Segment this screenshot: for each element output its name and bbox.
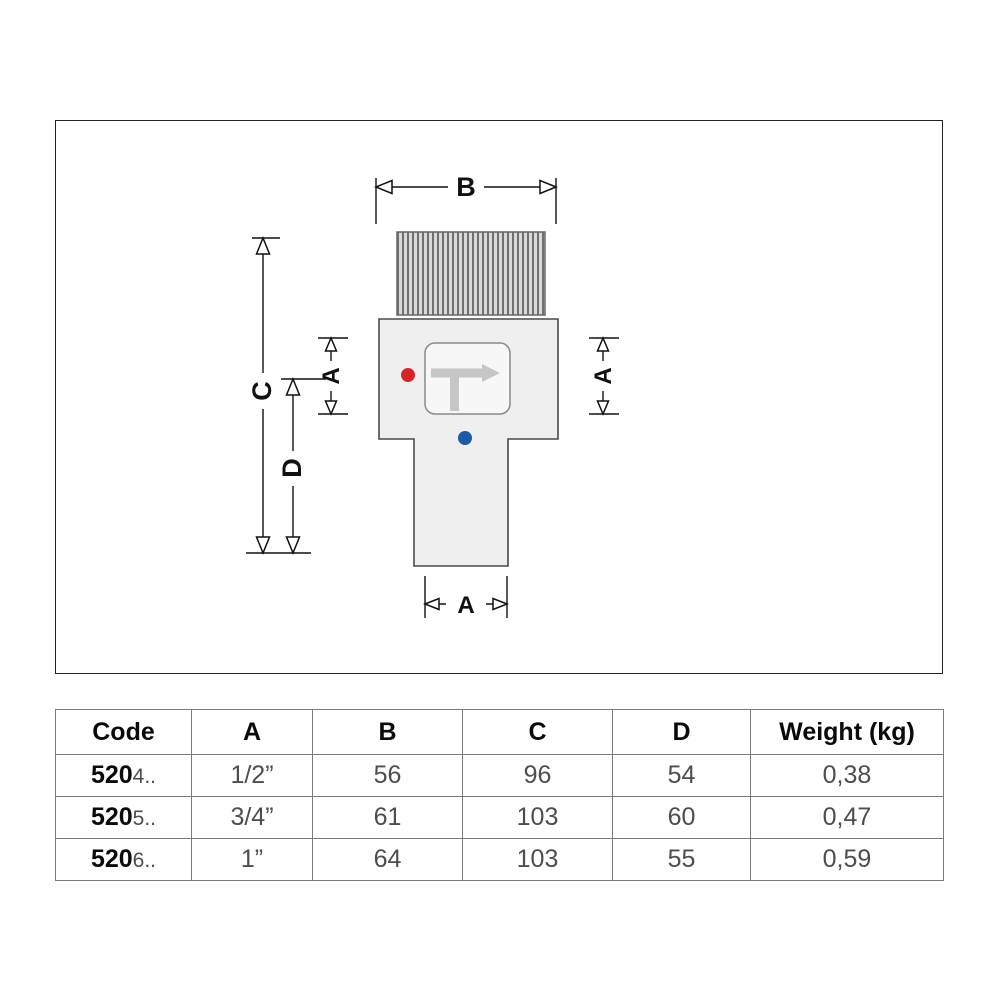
header-code: Code xyxy=(92,717,155,746)
technical-drawing-frame: B C D A xyxy=(55,120,943,674)
code-cell: 5205.. xyxy=(56,797,191,838)
code-suffix: 4.. xyxy=(132,765,157,788)
table-row: 5205.. 3/4” 61 103 60 0,47 xyxy=(56,796,943,838)
dim-b: B xyxy=(374,172,558,224)
b-value: 56 xyxy=(312,755,462,796)
dim-c-label: C xyxy=(247,381,277,401)
weight-value: 0,47 xyxy=(750,797,943,838)
b-value: 61 xyxy=(312,797,462,838)
header-b: B xyxy=(312,710,462,754)
header-d: D xyxy=(612,710,750,754)
code-prefix: 520 xyxy=(90,845,133,873)
code-suffix: 5.. xyxy=(132,807,157,830)
dim-d-label: D xyxy=(277,458,307,478)
code-cell: 5206.. xyxy=(56,839,191,880)
d-value: 54 xyxy=(612,755,750,796)
d-value: 60 xyxy=(612,797,750,838)
header-c: C xyxy=(462,710,612,754)
a-value: 1/2” xyxy=(191,755,312,796)
dimensions-table: Code A B C D Weight (kg) 5204.. 1/2” 56 … xyxy=(55,709,944,881)
dim-c: C xyxy=(246,236,311,555)
dim-d: D xyxy=(277,377,326,555)
c-value: 103 xyxy=(462,839,612,880)
b-value: 64 xyxy=(312,839,462,880)
flow-direction-watermark xyxy=(431,364,500,411)
dim-a-bottom-label: A xyxy=(457,592,474,619)
a-value: 3/4” xyxy=(191,797,312,838)
c-value: 96 xyxy=(462,755,612,796)
a-value: 1” xyxy=(191,839,312,880)
dim-a-left: A xyxy=(318,336,348,416)
header-a: A xyxy=(191,710,312,754)
table-row: 5206.. 1” 64 103 55 0,59 xyxy=(56,838,943,880)
dim-a-right: A xyxy=(589,336,619,416)
c-value: 103 xyxy=(462,797,612,838)
dim-a-bottom: A xyxy=(422,576,510,619)
weight-value: 0,38 xyxy=(750,755,943,796)
code-prefix: 520 xyxy=(90,803,133,831)
header-weight: Weight (kg) xyxy=(750,710,943,754)
code-prefix: 520 xyxy=(90,761,133,789)
dim-a-left-label: A xyxy=(318,367,345,384)
valve-knob xyxy=(396,231,546,316)
dim-b-label: B xyxy=(456,172,476,202)
d-value: 55 xyxy=(612,839,750,880)
dim-a-right-label: A xyxy=(590,367,617,384)
code-suffix: 6.. xyxy=(132,849,157,872)
table-row: 5204.. 1/2” 56 96 54 0,38 xyxy=(56,754,943,796)
weight-value: 0,59 xyxy=(750,839,943,880)
table-header-row: Code A B C D Weight (kg) xyxy=(56,710,943,754)
valve-drawing: B C D A xyxy=(246,172,619,619)
mixed-outlet-indicator xyxy=(458,431,472,445)
hot-inlet-indicator xyxy=(401,368,415,382)
code-cell: 5204.. xyxy=(56,755,191,796)
mixing-chamber-window xyxy=(424,342,511,415)
